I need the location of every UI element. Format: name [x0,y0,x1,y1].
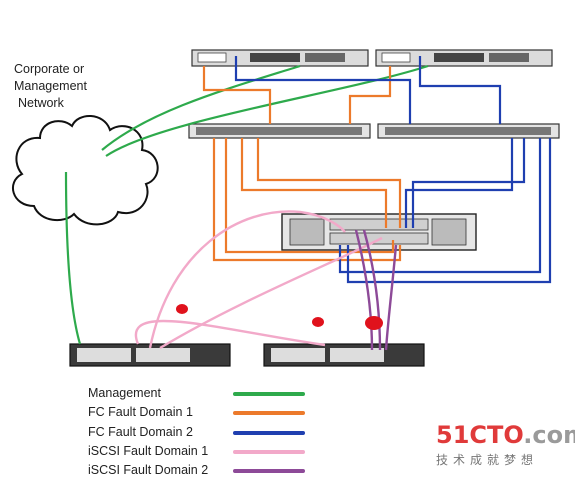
fc-fault-domain-1-links [202,66,402,262]
legend-swatch [233,469,305,474]
fault-marker [365,316,383,330]
server-2 [375,49,553,67]
fc-switch-2 [377,123,560,139]
network-cloud [12,115,159,226]
network-label-line-1: Corporate or [14,62,85,76]
network-label-line-3: Network [18,96,64,110]
iscsi-fault-domain-2-links [354,229,398,351]
legend-label: FC Fault Domain 2 [88,424,193,439]
management-links [64,64,429,345]
legend-swatch [233,411,305,416]
legend-item-iscsi-domain-2: iSCSI Fault Domain 2 [88,461,305,480]
server-1 [191,49,369,67]
legend-label: iSCSI Fault Domain 2 [88,463,209,478]
legend: Management FC Fault Domain 1 FC Fault Do… [88,384,305,480]
legend-item-fc-domain-1: FC Fault Domain 1 [88,403,305,422]
ethernet-switch-2 [263,343,425,367]
fc-switch-1 [188,123,371,139]
fault-marker [312,317,324,327]
watermark: 51CTO.com 技术成就梦想 [436,421,575,468]
watermark-brand-main: 51CTO [436,421,524,449]
legend-label: Management [88,386,161,400]
watermark-brand-suffix: .com [523,421,575,449]
legend-item-iscsi-domain-1: iSCSI Fault Domain 1 [88,442,305,461]
legend-label: FC Fault Domain 1 [88,405,193,420]
fc-fault-domain-2-links [234,56,552,284]
storage-array [281,213,477,251]
legend-swatch [233,392,305,396]
legend-label: iSCSI Fault Domain 1 [88,443,209,458]
network-label: Corporate or Management Network [14,61,124,112]
legend-swatch [233,430,305,435]
fault-marker [176,304,188,314]
watermark-tagline: 技术成就梦想 [436,453,539,467]
network-label-line-2: Management [14,79,87,93]
legend-item-management: Management [88,384,305,403]
watermark-brand: 51CTO.com [436,421,575,449]
iscsi-fault-domain-1-links [134,210,383,350]
legend-item-fc-domain-2: FC Fault Domain 2 [88,423,305,442]
legend-swatch [233,449,305,454]
